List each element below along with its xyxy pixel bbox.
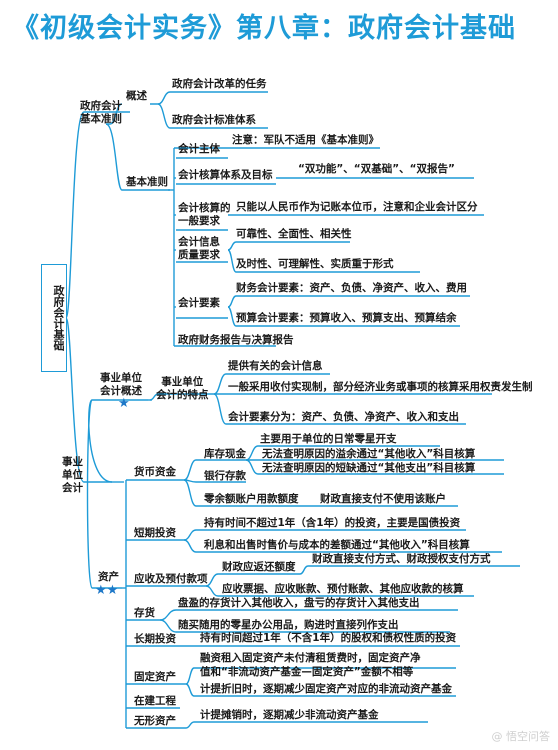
note-long-investment: 持有时间超过1年（不含1年）的股权和债权性质的投资 bbox=[200, 632, 457, 644]
node-quality-2: 质量要求 bbox=[178, 249, 220, 261]
note-requirements: 只能以人民币作为记账本位币，注意和企业会计区分 bbox=[236, 201, 478, 213]
note-fixed-3: 计提折旧时，逐期减少固定资产对应的非流动资产基金 bbox=[200, 683, 452, 695]
node-system: 会计核算体系及目标 bbox=[178, 169, 273, 181]
node-receivable: 应收及预付款项 bbox=[134, 573, 208, 585]
watermark: @ 悟空问答 bbox=[491, 730, 551, 743]
note-feature-3: 会计要素分为：资产、负债、净资产、收入和支出 bbox=[228, 411, 459, 423]
node-unit-features-2: 会计的特点 bbox=[156, 389, 209, 401]
node-zero-quota: 零余额账户用款额度 bbox=[204, 493, 299, 505]
note-feature-1: 提供有关的会计信息 bbox=[228, 360, 323, 372]
note-cash-stock-3: 无法查明原因的短缺通过“其他支出”科目核算 bbox=[262, 462, 476, 474]
connector-unit bbox=[65, 317, 112, 483]
note-fixed-1: 融资租入固定资产未付清租赁费时，固定资产净 bbox=[200, 652, 421, 664]
node-unit-overview: 事业单位 会计概述 bbox=[100, 372, 142, 398]
node-inventory: 存货 bbox=[134, 607, 155, 619]
importance-star-assets: ★★ bbox=[95, 583, 119, 598]
node-unit-overview-1: 事业单位 bbox=[100, 372, 142, 384]
node-subject: 会计主体 bbox=[178, 143, 220, 155]
connector-basic bbox=[105, 123, 170, 191]
node-unit-features-1: 事业单位 bbox=[161, 376, 204, 388]
node-unit-overview-2: 会计概述 bbox=[100, 385, 142, 397]
node-bank: 银行存款 bbox=[204, 470, 246, 482]
note-subject: 注意：军队不适用《基本准则》 bbox=[232, 134, 379, 146]
connector-gov bbox=[65, 111, 130, 319]
note-feature-2: 一般采用收付实现制，部分经济业务或事项的核算采用权责发生制 bbox=[228, 381, 533, 393]
node-requirements-2: 一般要求 bbox=[178, 215, 220, 227]
note-system: “双功能”、“双基础”、“双报告” bbox=[298, 163, 455, 175]
note-receivable-2: 应收票据、应收账款、预付账款、其他应收款的核算 bbox=[222, 583, 464, 595]
unit-branch-label-2: 单位 bbox=[62, 469, 83, 481]
node-elements: 会计要素 bbox=[178, 297, 220, 309]
note-inventory-1: 盘盈的存货计入其他收入，盘亏的存货计入其他支出 bbox=[178, 597, 420, 609]
note-quality-2: 及时性、可理解性、实质重于形式 bbox=[236, 258, 394, 270]
node-requirements-1: 会计核算的 bbox=[178, 202, 231, 214]
node-assets: 资产 bbox=[98, 571, 119, 583]
root-label: 政府会计基础 bbox=[52, 285, 65, 351]
note-cash-stock-1: 主要用于单位的日常零星开支 bbox=[260, 433, 397, 445]
note-quality-1: 可靠性、全面性、相关性 bbox=[236, 228, 352, 240]
node-quality-1: 会计信息 bbox=[178, 236, 220, 248]
node-report: 政府财务报告与决算报告 bbox=[178, 334, 294, 346]
unit-branch-label-1: 事业 bbox=[62, 456, 83, 468]
unit-branch-label: 事业 单位 会计 bbox=[62, 456, 83, 495]
node-cash-stock: 库存现金 bbox=[204, 448, 246, 460]
page-title: 《初级会计实务》第八章：政府会计基础 bbox=[12, 13, 516, 44]
node-fixed-assets: 固定资产 bbox=[134, 671, 176, 683]
gov-branch-label: 政府会计 基本准则 bbox=[80, 100, 122, 126]
note-fixed-2: 值和“非流动资产基金—固定资产”金额不相等 bbox=[200, 666, 414, 678]
note-intangible: 计提摊销时，逐期减少非流动资产基金 bbox=[200, 709, 379, 721]
node-quality: 会计信息 质量要求 bbox=[178, 236, 220, 262]
node-cash: 货币资金 bbox=[134, 466, 176, 478]
note-receivable-quota: 财政直接支付方式、财政授权支付方式 bbox=[312, 553, 491, 565]
note-elements-2: 预算会计要素：预算收入、预算支出、预算结余 bbox=[236, 312, 457, 324]
gov-branch-label-1: 政府会计 bbox=[80, 100, 122, 112]
node-intangible: 无形资产 bbox=[134, 715, 176, 727]
node-construction: 在建工程 bbox=[134, 695, 176, 707]
note-cash-stock-2: 无法查明原因的溢余通过“其他收入”科目核算 bbox=[262, 448, 476, 460]
node-ov-standards: 政府会计标准体系 bbox=[172, 114, 256, 126]
unit-branch-label-3: 会计 bbox=[62, 482, 83, 494]
node-unit-features: 事业单位 会计的特点 bbox=[156, 376, 209, 402]
note-zero-quota: 财政直接支付不使用该账户 bbox=[320, 493, 446, 505]
connector-ov1 bbox=[150, 91, 268, 105]
note-elements-1: 财务会计要素：资产、负债、净资产、收入、费用 bbox=[236, 282, 467, 294]
node-long-investment: 长期投资 bbox=[134, 633, 176, 645]
note-short-investment-1: 持有时间不超过1年（含1年）的投资，主要是国债投资 bbox=[204, 517, 461, 529]
note-short-investment-2: 利息和出售时售价与成本的差额通过“其他收入”科目核算 bbox=[204, 539, 470, 551]
connector-overview bbox=[106, 103, 123, 125]
node-basic: 基本准则 bbox=[126, 176, 168, 188]
gov-branch-label-2: 基本准则 bbox=[80, 113, 122, 125]
connector-ov2 bbox=[157, 103, 268, 129]
node-short-investment: 短期投资 bbox=[134, 527, 176, 539]
node-overview: 概述 bbox=[126, 90, 147, 102]
note-inventory-2: 随买随用的零星办公用品，购进时直接列作支出 bbox=[178, 619, 399, 631]
importance-star-overview: ★ bbox=[118, 396, 130, 411]
node-receivable-quota: 财政应返还额度 bbox=[222, 561, 296, 573]
root-node: 政府会计基础 bbox=[41, 264, 67, 372]
node-requirements: 会计核算的 一般要求 bbox=[178, 202, 231, 228]
node-ov-reform: 政府会计改革的任务 bbox=[172, 78, 267, 90]
